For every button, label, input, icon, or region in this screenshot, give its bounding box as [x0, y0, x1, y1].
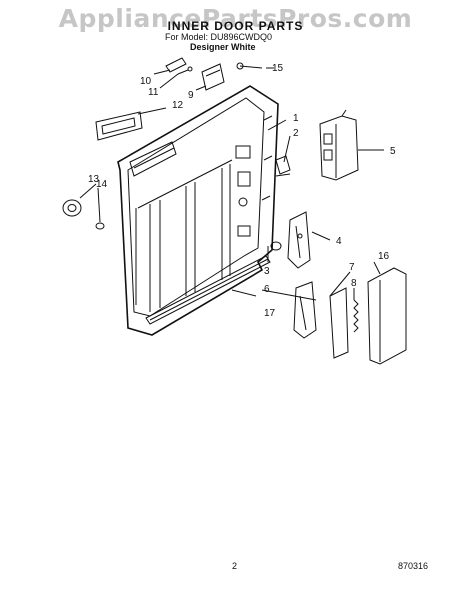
callout-labels: 1 2 3 4 5 6 7 8 9 10 11 12 13 14 15 16 1…	[88, 63, 396, 319]
part-12-handle	[95, 111, 143, 141]
callout-8: 8	[351, 278, 357, 289]
watermark: AppliancePartsPros.com	[58, 4, 413, 33]
callout-9: 9	[188, 90, 194, 101]
callout-1: 1	[293, 113, 299, 124]
part-17-gasket	[145, 255, 271, 325]
callout-3: 3	[264, 266, 270, 277]
part-6-link	[293, 281, 317, 339]
callout-11: 11	[148, 87, 159, 98]
callout-4: 4	[336, 236, 342, 247]
part-13-knob	[62, 199, 105, 230]
callout-2: 2	[293, 128, 299, 139]
part-3-grommet	[270, 241, 282, 251]
diagram-title: INNER DOOR PARTS	[167, 19, 304, 33]
document-number: 870316	[398, 561, 429, 571]
callout-6: 6	[264, 284, 270, 295]
callout-15: 15	[272, 63, 284, 74]
part-15-screw	[236, 62, 263, 70]
part-9-cover	[201, 63, 225, 91]
part-7-8-spring	[329, 287, 359, 359]
part-2-bracket	[275, 155, 291, 177]
variant-label: Designer White	[190, 42, 256, 52]
inner-door-panel	[117, 85, 279, 336]
callout-12: 12	[172, 100, 184, 111]
callout-16: 16	[378, 251, 390, 262]
part-4-hinge	[287, 211, 311, 269]
callout-17: 17	[264, 308, 276, 319]
part-16-side-panel	[367, 267, 407, 365]
callout-14: 14	[96, 179, 108, 190]
part-10-11-clip	[165, 57, 193, 75]
callout-13: 13	[88, 174, 100, 185]
page-number: 2	[232, 561, 238, 571]
leader-lines	[79, 67, 384, 301]
part-5-latch	[319, 109, 359, 181]
model-line: For Model: DU896CWDQ0	[165, 32, 273, 42]
callout-5: 5	[390, 146, 396, 157]
callout-10: 10	[140, 76, 152, 87]
callout-7: 7	[349, 262, 355, 273]
